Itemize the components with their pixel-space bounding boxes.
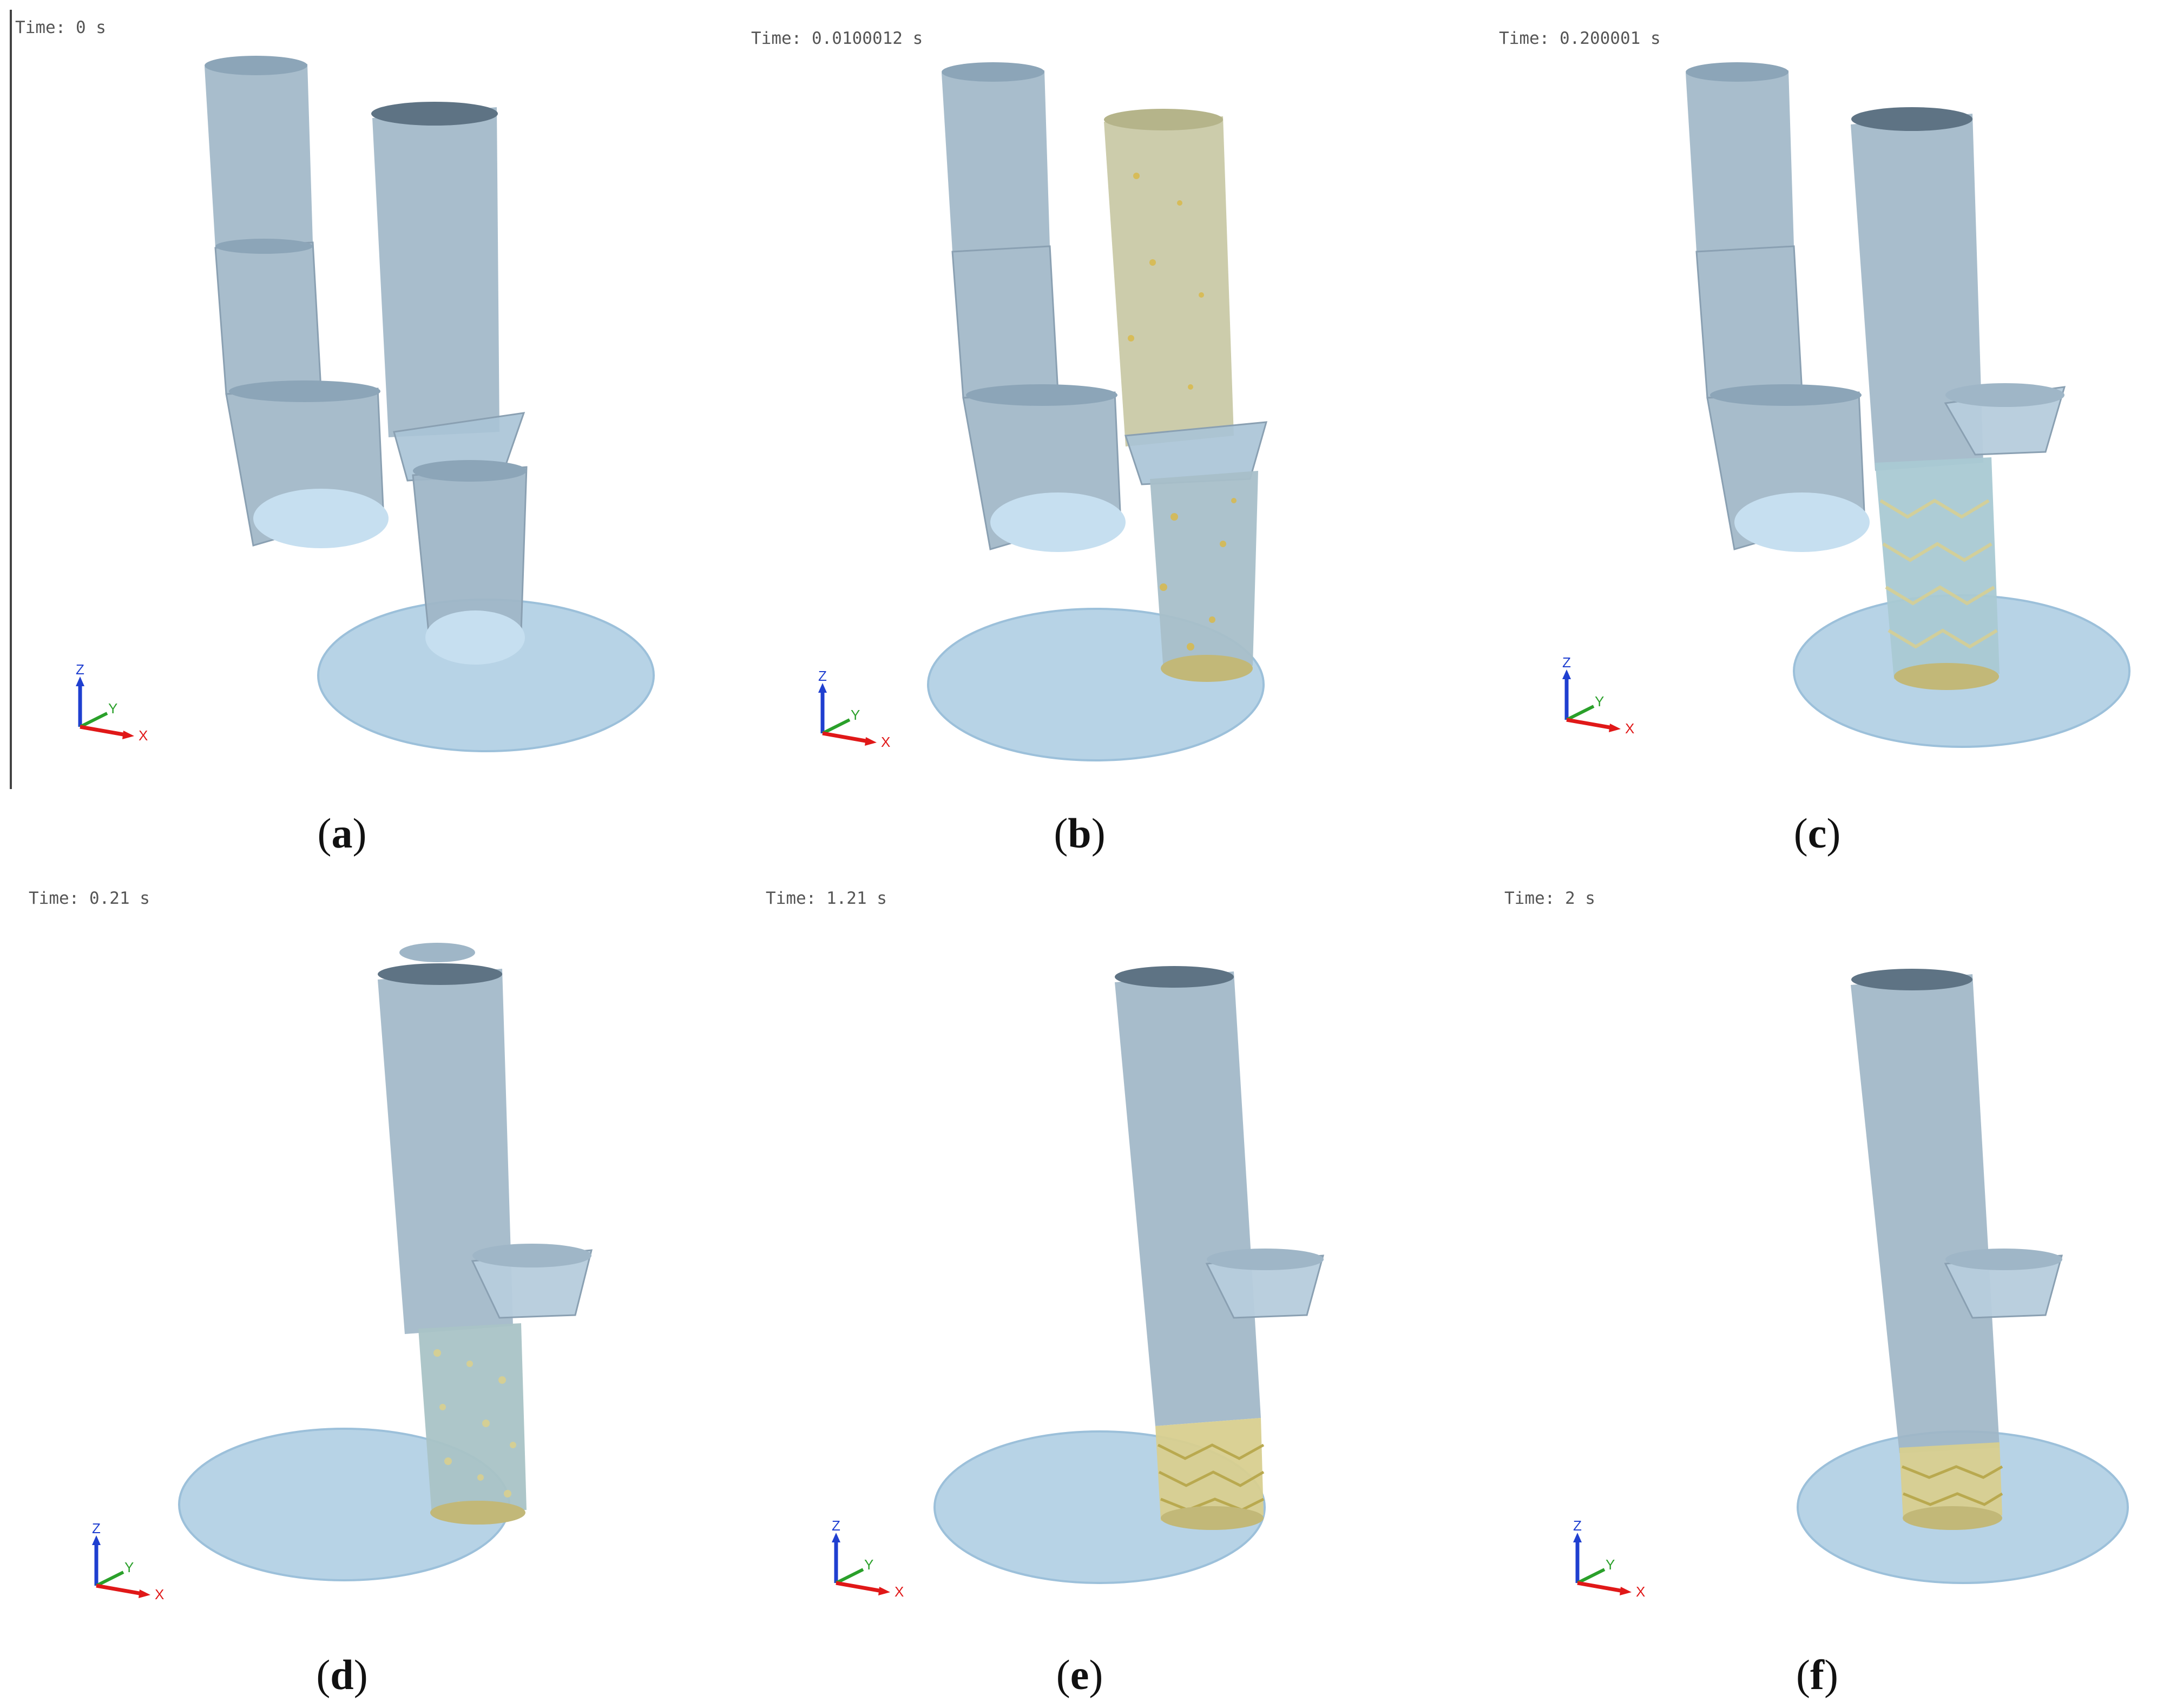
scene-a: Z Y X	[10, 10, 655, 789]
panel-d: Z Y X Time: 0.21 s	[10, 877, 675, 1634]
caption-f: (f)	[1796, 1651, 1838, 1698]
time-label: Time: 1.21 s	[766, 889, 887, 908]
caption-b: (b)	[1054, 810, 1106, 857]
caption-a: (a)	[317, 810, 367, 857]
caption-c: (c)	[1793, 810, 1841, 857]
panel-f: Z Y X Time: 2 s	[1496, 877, 2162, 1634]
main-tube-with-powder	[1851, 107, 2066, 690]
axis-triad: Z Y X	[1562, 654, 1634, 737]
axis-y-label: Y	[108, 700, 117, 717]
scene-f: Z Y X	[1573, 969, 2129, 1600]
scene-d: Z Y X	[92, 943, 593, 1602]
axis-z-label: Z	[92, 1520, 101, 1536]
stepped-feeder-tube	[1686, 62, 1870, 552]
panel-e: Z Y X Time: 1.21 s	[758, 877, 1423, 1634]
stepped-feeder-tube	[942, 62, 1126, 552]
axis-x-label: X	[895, 1584, 904, 1600]
scene-c: Z Y X	[1562, 62, 2130, 748]
time-label: Time: 0 s	[15, 18, 106, 37]
axis-y-label: Y	[1595, 693, 1604, 710]
axis-z-label: Z	[818, 668, 827, 684]
caption-e: (e)	[1056, 1651, 1103, 1698]
axis-z-label: Z	[76, 661, 84, 678]
axis-triad: Z Y X	[92, 1520, 164, 1602]
panel-c: Z Y X Time: 0.200001 s	[1496, 14, 2162, 782]
axis-z-label: Z	[832, 1518, 840, 1534]
panel-a: Z Y X Time: 0 s	[10, 10, 675, 789]
time-label: Time: 2 s	[1504, 889, 1595, 908]
axis-x-label: X	[155, 1586, 164, 1602]
axis-y-label: Y	[864, 1556, 873, 1573]
axis-x-label: X	[139, 727, 148, 744]
main-tube	[371, 102, 528, 665]
axis-x-label: X	[1636, 1584, 1645, 1600]
axis-triad: Z Y X	[76, 661, 148, 744]
time-label: Time: 0.0100012 s	[751, 29, 923, 48]
axis-z-label: Z	[1562, 654, 1571, 671]
axis-triad: Z Y X	[832, 1518, 904, 1600]
axis-triad: Z Y X	[1573, 1518, 1645, 1600]
scene-e: Z Y X	[832, 966, 1325, 1600]
axis-y-label: Y	[1606, 1556, 1615, 1573]
stepped-feeder-tube	[205, 56, 389, 548]
axis-x-label: X	[1625, 720, 1634, 737]
caption-d: (d)	[316, 1651, 368, 1698]
time-label: Time: 0.200001 s	[1499, 29, 1661, 48]
main-tube-with-powder	[378, 943, 593, 1525]
axis-x-label: X	[881, 734, 890, 750]
scene-b: Z Y X	[818, 62, 1268, 761]
main-tube-with-powder	[1851, 969, 2063, 1530]
main-tube-with-powder	[1104, 109, 1268, 682]
time-label: Time: 0.21 s	[29, 889, 150, 908]
axis-triad: Z Y X	[818, 668, 890, 750]
axis-z-label: Z	[1573, 1518, 1582, 1534]
main-tube-with-powder	[1115, 966, 1325, 1530]
panel-b: Z Y X Time: 0.0100012 s	[747, 14, 1412, 782]
axis-y-label: Y	[124, 1559, 134, 1575]
axis-y-label: Y	[851, 707, 860, 723]
